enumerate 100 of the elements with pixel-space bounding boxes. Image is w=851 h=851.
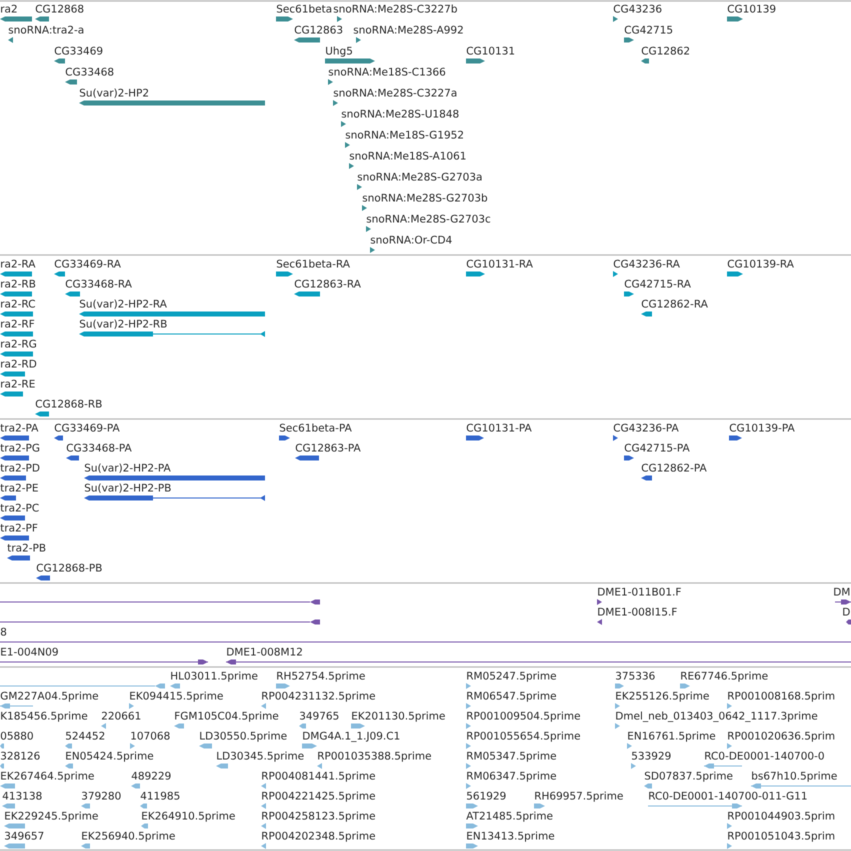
feature-label: tra2-PB [7, 544, 46, 552]
feature-label: RP001035388.5prime [318, 752, 431, 762]
feature-label: SD07837.5prime [644, 772, 732, 782]
feature-label: 379280 [82, 792, 121, 800]
feature-label: CG10139-PA [730, 424, 795, 432]
feature-label: Su(var)2-HP2 [80, 88, 148, 98]
feature-label: ra2-RA [1, 260, 36, 268]
feature-label: CG33468-PA [66, 444, 132, 452]
feature-label: CG12868-PB [36, 564, 102, 572]
feature-label: CG10139-RA [728, 260, 794, 268]
feature-label: Uhg5 [326, 46, 352, 57]
feature-label: RP001020636.5prim [728, 732, 834, 742]
feature-label: HL03011.5prime [171, 672, 258, 682]
feature-label: RP004202348.5prime [262, 832, 375, 842]
feature-label: snoRNA:Me28S-A992 [354, 26, 463, 34]
feature-label: tra2-PD [0, 464, 40, 472]
feature-label: CG12863-PA [296, 444, 361, 452]
feature-label: RP004221425.5prime [262, 792, 375, 802]
feature-label: DME1-011B01.F [598, 588, 681, 596]
feature-label: 107068 [131, 732, 170, 740]
feature-label: 411985 [140, 792, 180, 800]
feature-label: ra2-RG [1, 340, 36, 348]
feature-label: 533929 [632, 752, 671, 760]
feature-label: tra2-PA [0, 424, 38, 432]
feature-label: CG33469-RA [54, 260, 121, 268]
feature-label: EK264910.5prime [142, 812, 235, 822]
feature-label: CG10131-PA [466, 424, 532, 432]
feature-label: RM06347.5prime [467, 772, 556, 782]
feature-label: CG42715-RA [624, 280, 691, 288]
feature-label: CG12863-RA [294, 280, 361, 288]
feature-label: K185456.5prime [1, 712, 88, 722]
feature-label: snoRNA:tra2-a [8, 26, 84, 34]
feature-label: CG43236 [614, 4, 662, 13]
feature-label: LD30550.5prime [200, 732, 287, 742]
feature-label: ra2-RF [1, 320, 34, 328]
feature-label: Sec61beta [276, 4, 332, 13]
feature-label: 349765 [300, 712, 338, 720]
feature-label: ra2-RC [1, 300, 35, 308]
feature-label: 349657 [5, 832, 44, 840]
feature-label: Sec61beta-RA [276, 260, 350, 268]
feature-label: LD30345.5prime [217, 752, 304, 762]
feature-label: FGM105C04.5prime [175, 712, 278, 722]
feature-label: 489229 [132, 772, 171, 780]
feature-label: snoRNA:Me28S-G2703c [366, 214, 490, 223]
feature-label: 220661 [102, 712, 140, 720]
feature-label: snoRNA:Or-CD4 [370, 236, 452, 244]
feature-label: snoRNA:Me28S-C3227b [334, 4, 457, 13]
feature-label: 8 [0, 628, 6, 636]
feature-label: 05880 [0, 732, 33, 740]
feature-label: CG33469 [54, 46, 102, 55]
feature-label: Su(var)2-HP2-PB [84, 484, 171, 493]
feature-label: CG12868 [36, 4, 84, 13]
feature-label: ra2-RD [1, 360, 36, 368]
feature-label: ra2-RE [1, 380, 35, 388]
feature-label: CG33468 [66, 68, 114, 76]
feature-label: DM [834, 588, 850, 596]
feature-label: CG10131-RA [466, 260, 533, 268]
feature-label: RP001008168.5prim [728, 692, 834, 702]
feature-label: RP001009504.5prime [467, 712, 580, 722]
feature-label: Dmel_neb_013403_0642_1117.3prime [616, 712, 818, 722]
feature-label: CG10139 [728, 4, 776, 13]
feature-label: RM05347.5prime [467, 752, 556, 762]
feature-label: snoRNA:Me18S-A1061 [350, 152, 466, 160]
feature-label: DMG4A.1_1.J09.C1 [303, 732, 400, 742]
feature-label: tra2-PC [0, 504, 39, 512]
feature-label: AT21485.5prime [466, 812, 552, 822]
feature-label: EK229245.5prime [5, 812, 98, 822]
feature-label: Su(var)2-HP2-PA [84, 464, 171, 473]
feature-label: CG43236-RA [614, 260, 680, 268]
feature-label: snoRNA:Me28S-G2703b [362, 194, 488, 202]
feature-label: snoRNA:Me18S-G1952 [346, 130, 463, 139]
feature-label: RE67746.5prime [681, 672, 768, 682]
feature-label: RP001055654.5prime [467, 732, 580, 742]
feature-label: RH69957.5prime [535, 792, 623, 802]
feature-label: CG12862 [642, 46, 689, 55]
feature-label: D [843, 608, 850, 616]
feature-label: DME1-008I15.F [598, 608, 677, 616]
feature-label: RM06547.5prime [467, 692, 556, 702]
feature-label: EN16761.5prime [628, 732, 716, 742]
feature-label: CG12868-RB [36, 400, 102, 408]
feature-label: 524452 [66, 732, 104, 740]
feature-label: tra2-PG [0, 444, 40, 452]
feature-label: Sec61beta-PA [280, 424, 352, 432]
feature-label: EK256940.5prime [82, 832, 175, 842]
feature-label: CG33469-PA [54, 424, 120, 432]
feature-label: CG43236-PA [614, 424, 679, 432]
feature-label: EK267464.5prime [1, 772, 94, 782]
feature-label: ra2 [1, 4, 17, 13]
feature-label: CG42715 [624, 26, 672, 34]
feature-label: bs67h10.5prime [752, 772, 837, 782]
feature-label: tra2-PE [0, 484, 38, 492]
feature-label: CG42715-PA [624, 444, 690, 452]
feature-label: EN05424.5prime [66, 752, 154, 762]
feature-label: 413138 [2, 792, 42, 800]
feature-label: 375336 [616, 672, 655, 680]
feature-label: RP004258123.5prime [262, 812, 375, 822]
feature-label: snoRNA:Me28S-U1848 [342, 110, 458, 118]
feature-label: Su(var)2-HP2-RB [80, 320, 167, 329]
feature-label: DME1-008M12 [227, 648, 302, 656]
feature-label: RM05247.5prime [467, 672, 556, 682]
